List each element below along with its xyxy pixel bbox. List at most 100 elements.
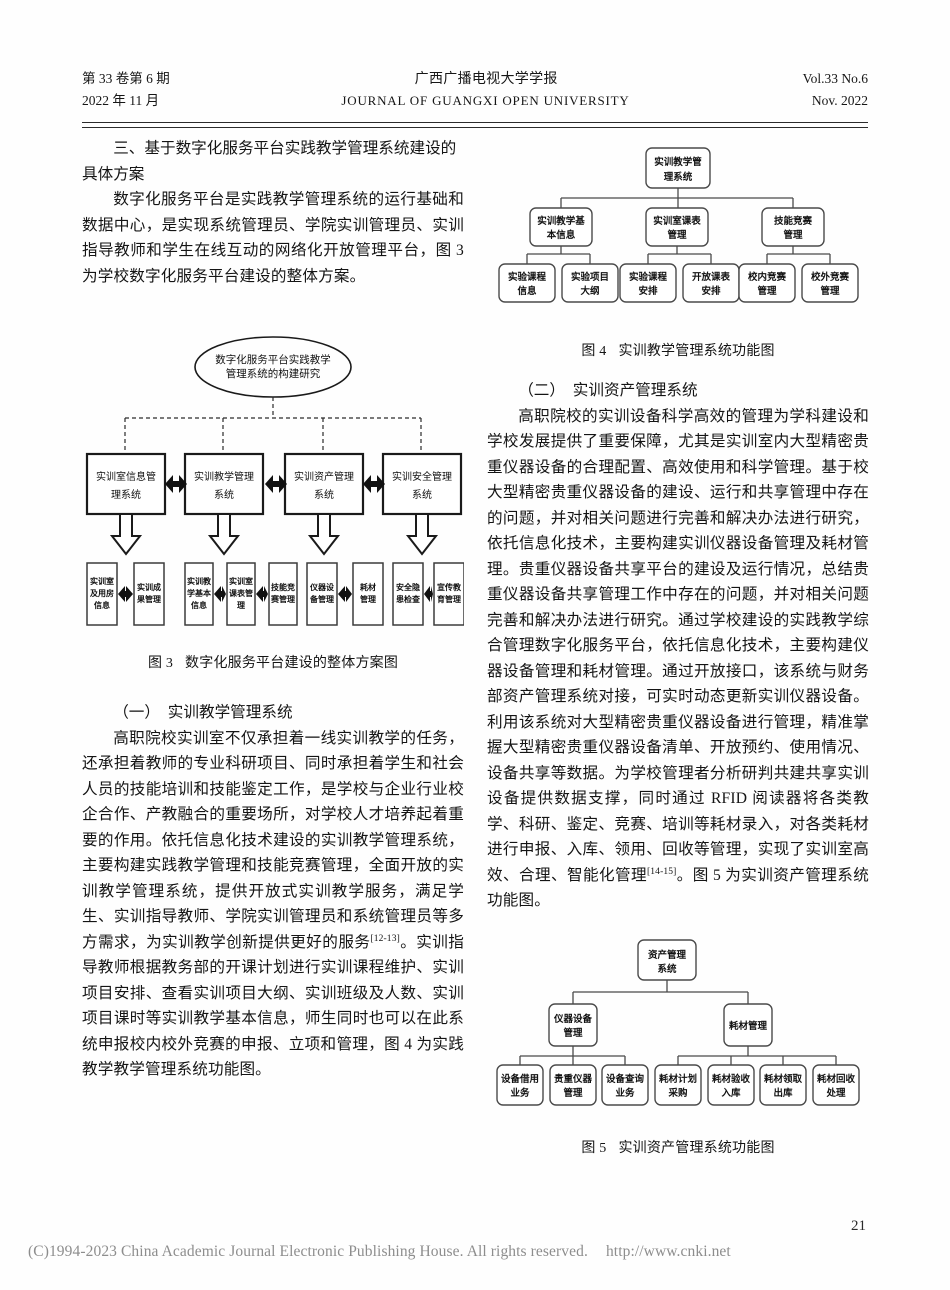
figure-3-title: 数字化服务平台建设的整体方案图 bbox=[185, 656, 399, 671]
fig5-l1-0-l1: 仪器设备 bbox=[553, 1013, 593, 1025]
figure5-top-spacer bbox=[487, 914, 869, 928]
right-paragraph-1-a: 高职院校的实训设备科学高效的管理为学科建设和学校发展提供了重要保障，尤其是实训室… bbox=[487, 407, 869, 884]
fig5-root-l2: 系统 bbox=[657, 963, 677, 975]
fig5-leaf-2-l1: 设备查询 bbox=[606, 1073, 645, 1085]
fig3-l1-1-line2: 系统 bbox=[214, 488, 234, 501]
fig3-leaf-0-l2: 及用房 bbox=[90, 588, 114, 598]
fig3-leaf-2-l1: 实训教 bbox=[187, 576, 212, 586]
fig3-leaf-6-l2: 管理 bbox=[360, 594, 376, 604]
fig3-l1-2-line1: 实训资产管理 bbox=[294, 470, 354, 483]
figure3-top-spacer bbox=[82, 289, 464, 323]
right-paragraph-1-b: 。图 5 为实训资产管理系统功能图。 bbox=[487, 866, 869, 910]
figure-3-caption: 图 3 数字化服务平台建设的整体方案图 bbox=[82, 652, 464, 676]
left-paragraph-2-a: 高职院校实训室不仅承担着一线实训教学的任务，还承担着教师的专业科研项目、同时承担… bbox=[82, 729, 464, 951]
right-column: 实训教学管 理系统 实训教学基 本信息 实训室课表 管理 技能竞赛 管理 实验课… bbox=[487, 136, 869, 1161]
left-paragraph-2-b: 。实训指导教师根据教务部的开课计划进行实训课程维护、实训项目安排、查看实训项目大… bbox=[82, 933, 465, 1079]
fig5-l1-0-l2: 管理 bbox=[563, 1027, 583, 1039]
figure-3-number: 图 3 bbox=[147, 656, 174, 671]
fig3-leaf-8-l2: 育管理 bbox=[437, 594, 461, 604]
fig5-root-l1: 资产管理 bbox=[648, 949, 687, 961]
figure5-caption-spacer bbox=[487, 1113, 869, 1137]
journal-title-en: JOURNAL OF GUANGXI OPEN UNIVERSITY bbox=[341, 93, 630, 108]
figure-5-diagram: 资产管理 系统 仪器设备 管理 耗材管理 设备借用 业务 贵重仪器 管理 设备查… bbox=[496, 938, 860, 1106]
fig5-leaf-6-l2: 处理 bbox=[825, 1087, 846, 1099]
right-subsection-spacer bbox=[487, 364, 869, 378]
fig3-leaf-4-l1: 技能竞 bbox=[271, 582, 295, 592]
fig4-leaf-0-l2: 信息 bbox=[517, 285, 537, 297]
fig3-leaf-0-l1: 实训室 bbox=[90, 576, 114, 586]
fig4-root-l2: 理系统 bbox=[664, 171, 693, 183]
fig3-leaf-2-l2: 学基本 bbox=[187, 588, 211, 598]
right-paragraph-1: 高职院校的实训设备科学高效的管理为学科建设和学校发展提供了重要保障，尤其是实训室… bbox=[487, 404, 869, 914]
masthead-row-2: 2022 年 11 月 JOURNAL OF GUANGXI OPEN UNIV… bbox=[82, 90, 868, 111]
fig4-l1-1-l2: 管理 bbox=[667, 229, 687, 241]
fig5-leaf-5 bbox=[759, 1063, 807, 1106]
figure-3-diagram: 数字化服务平台实践教学 管理系统的构建研究 bbox=[85, 336, 464, 626]
subsection-spacer bbox=[82, 676, 464, 700]
fig3-leaf-4-l2: 赛管理 bbox=[270, 594, 295, 604]
fig5-leaf-5-l2: 出库 bbox=[773, 1087, 793, 1099]
fig3-leaf-arrows bbox=[118, 586, 433, 602]
fig3-l1-3-line2: 系统 bbox=[412, 488, 432, 501]
fig4-l1-1-l1: 实训室课表 bbox=[653, 215, 701, 227]
fig4-leaf-2-l1: 实验课程 bbox=[629, 271, 668, 283]
figure-3: 数字化服务平台实践教学 管理系统的构建研究 bbox=[82, 323, 464, 628]
subsection-1-title: 实训教学管理系统 bbox=[167, 704, 293, 721]
figure-4-diagram: 实训教学管 理系统 实训教学基 本信息 实训室课表 管理 技能竞赛 管理 实验课… bbox=[498, 147, 859, 303]
fig5-connectors bbox=[519, 979, 837, 1065]
fig3-leaf-2-l3: 信息 bbox=[191, 600, 207, 610]
copyright-notice: (C)1994-2023 China Academic Journal Elec… bbox=[28, 1243, 922, 1261]
fig3-l1-1-line1: 实训教学管理 bbox=[194, 470, 254, 483]
journal-title-cn: 广西广播电视大学学报 bbox=[414, 72, 558, 87]
fig3-leaf-5-l1: 仪器设 bbox=[309, 582, 334, 592]
left-column: 三、基于数字化服务平台实践教学管理系统建设的具体方案 数字化服务平台是实践教学管… bbox=[82, 136, 464, 1083]
fig3-root-line-2: 管理系统的构建研究 bbox=[226, 367, 321, 380]
fig3-leaf-7-l2: 患检查 bbox=[396, 594, 421, 604]
fig4-leaf-5-l2: 管理 bbox=[820, 285, 840, 297]
figure-4-number: 图 4 bbox=[581, 344, 607, 359]
fig3-leaf-3-l2: 课表管 bbox=[229, 588, 253, 598]
fig4-leaf-1-l1: 实验项目 bbox=[571, 271, 609, 283]
volume-issue-cn: 第 33 卷第 6 期 bbox=[82, 71, 170, 86]
left-paragraph-2: 高职院校实训室不仅承担着一线实训教学的任务，还承担着教师的专业科研项目、同时承担… bbox=[82, 726, 464, 1083]
fig4-leaf-3-l2: 安排 bbox=[701, 285, 721, 297]
fig5-leaf-3 bbox=[654, 1063, 702, 1106]
left-paragraph-1: 数字化服务平台是实践教学管理系统的运行基础和数据中心，是实现系统管理员、学院实训… bbox=[82, 191, 464, 285]
fig4-leaf-4-l2: 管理 bbox=[757, 285, 777, 297]
figure3-caption-spacer bbox=[82, 628, 464, 652]
fig3-leaf-6-l1: 耗材 bbox=[360, 582, 376, 592]
fig5-leaf-0-l2: 业务 bbox=[510, 1087, 530, 1099]
fig3-down-arrows bbox=[109, 513, 439, 556]
figure-4-title: 实训教学管理系统功能图 bbox=[618, 344, 775, 359]
fig5-leaf-0-l1: 设备借用 bbox=[501, 1073, 539, 1085]
issue-date-en: Nov. 2022 bbox=[811, 93, 868, 108]
subsection-2-number: （二） bbox=[518, 382, 565, 399]
volume-issue-en: Vol.33 No.6 bbox=[802, 71, 868, 86]
fig3-l1-2-line2: 系统 bbox=[314, 488, 334, 501]
fig3-leaf-boxes bbox=[86, 562, 464, 626]
fig5-leaf-4-l2: 入库 bbox=[720, 1087, 741, 1099]
fig3-root-ellipse bbox=[194, 336, 352, 398]
figure-5: 资产管理 系统 仪器设备 管理 耗材管理 设备借用 业务 贵重仪器 管理 设备查… bbox=[487, 928, 869, 1113]
fig5-leaf-6 bbox=[812, 1063, 860, 1106]
fig5-leaf-3-l2: 采购 bbox=[667, 1087, 688, 1099]
subsection-heading-2: （二） 实训资产管理系统 bbox=[487, 378, 869, 404]
cnki-url[interactable]: http://www.cnki.net bbox=[605, 1243, 731, 1260]
fig4-root-l1: 实训教学管 bbox=[654, 156, 702, 168]
subsection-2-title: 实训资产管理系统 bbox=[572, 382, 698, 399]
figure-5-title: 实训资产管理系统功能图 bbox=[618, 1140, 775, 1156]
masthead-rule-top bbox=[82, 122, 868, 123]
fig5-leaf-1 bbox=[549, 1063, 597, 1106]
fig5-leaf-2-l2: 业务 bbox=[615, 1087, 635, 1099]
page-number: 21 bbox=[851, 1218, 866, 1234]
fig4-l1-2-l2: 管理 bbox=[783, 229, 803, 241]
fig4-l1-0-l2: 本信息 bbox=[547, 229, 576, 241]
fig4-leaf-3-l1: 开放课表 bbox=[692, 271, 731, 283]
fig4-leaf-0-l1: 实验课程 bbox=[508, 271, 547, 283]
fig3-leaf-1-l1: 实训成 bbox=[137, 582, 161, 592]
masthead: 第 33 卷第 6 期 广西广播电视大学学报 Vol.33 No.6 2022 … bbox=[82, 68, 868, 120]
fig4-l1-2-l1: 技能竞赛 bbox=[774, 215, 813, 227]
fig3-l1-0-line1: 实训室信息管 bbox=[96, 470, 156, 483]
figure-5-number: 图 5 bbox=[581, 1140, 607, 1156]
